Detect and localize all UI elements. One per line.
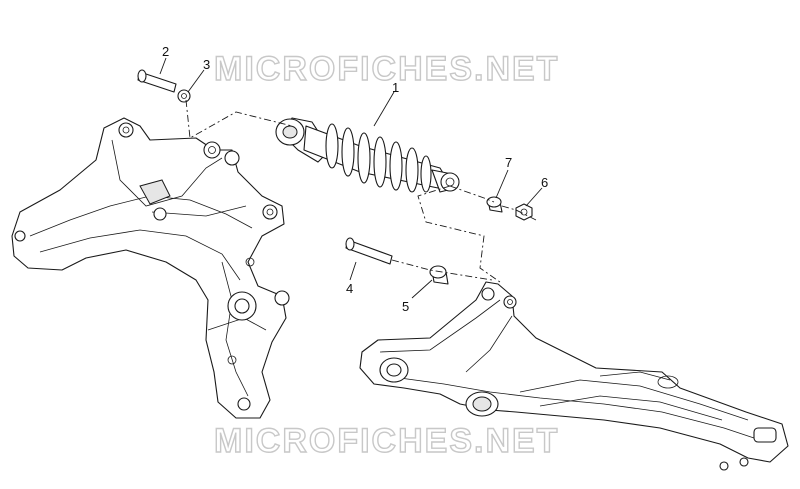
lower-bushing (429, 265, 449, 285)
spacer (486, 196, 503, 213)
callout-leaders (159, 57, 543, 299)
callout-1: 1 (392, 80, 399, 95)
assembly-lines (185, 99, 537, 283)
watermark-bottom: MICROFICHES.NET (214, 422, 559, 460)
frame-bracket (11, 117, 290, 419)
callout-4: 4 (346, 281, 353, 296)
nut (515, 203, 533, 221)
lower-bolt (345, 237, 393, 265)
watermark-top: MICROFICHES.NET (214, 50, 559, 88)
callout-3: 3 (203, 57, 210, 72)
callout-2: 2 (162, 44, 169, 59)
callout-6: 6 (541, 175, 548, 190)
callout-7: 7 (505, 155, 512, 170)
swingarm (359, 281, 789, 471)
shock-absorber (275, 117, 460, 193)
upper-washer (177, 89, 191, 103)
upper-bolt (137, 69, 177, 93)
callout-5: 5 (402, 299, 409, 314)
